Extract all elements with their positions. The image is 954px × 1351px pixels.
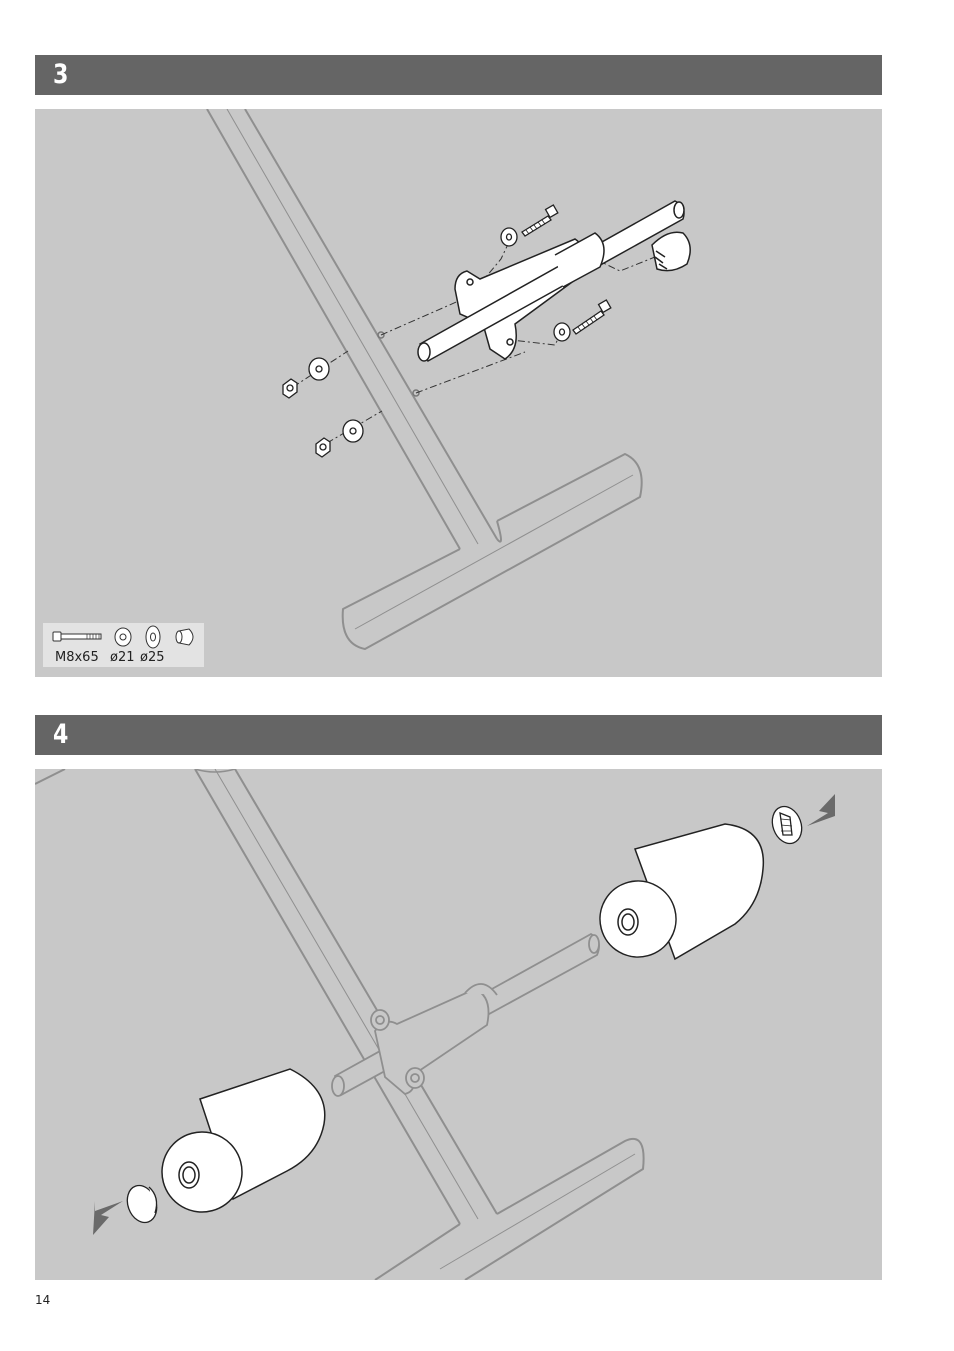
bolt-lower	[573, 300, 611, 334]
parts-legend: M8x65 ø21 ø25	[43, 623, 204, 667]
bracket	[375, 984, 497, 1094]
insert-arrow-left	[93, 1201, 123, 1235]
washer-large-icon	[146, 626, 160, 648]
step-3-drawing	[35, 109, 882, 677]
parts-legend-icons	[43, 623, 204, 653]
foam-roller-left	[153, 1069, 325, 1221]
legend-bolt-label: M8x65	[55, 651, 99, 665]
step-3-illustration: M8x65 ø21 ø25	[35, 109, 882, 677]
step-4-drawing	[35, 769, 882, 1280]
cap-nuts	[283, 379, 330, 457]
page-number: 14	[35, 1293, 50, 1307]
cap-nut-icon	[176, 629, 193, 645]
step-4-illustration	[35, 769, 882, 1280]
legend-washer-small-label: ø21	[110, 651, 135, 665]
step-number: 4	[53, 719, 68, 751]
end-cap	[652, 232, 690, 270]
step-number: 3	[53, 59, 68, 91]
foam-roller-right	[591, 824, 763, 966]
legend-washer-large-label: ø25	[140, 651, 165, 665]
end-cap-left	[122, 1181, 161, 1226]
bolt-upper	[522, 205, 558, 236]
step-3-header: 3	[35, 55, 882, 95]
washer-small-icon	[115, 628, 131, 646]
bolt-icon	[53, 632, 101, 641]
end-cap-right	[767, 802, 806, 847]
frame-holes	[378, 332, 419, 396]
insert-arrow-right	[807, 794, 835, 826]
step-4-header: 4	[35, 715, 882, 755]
